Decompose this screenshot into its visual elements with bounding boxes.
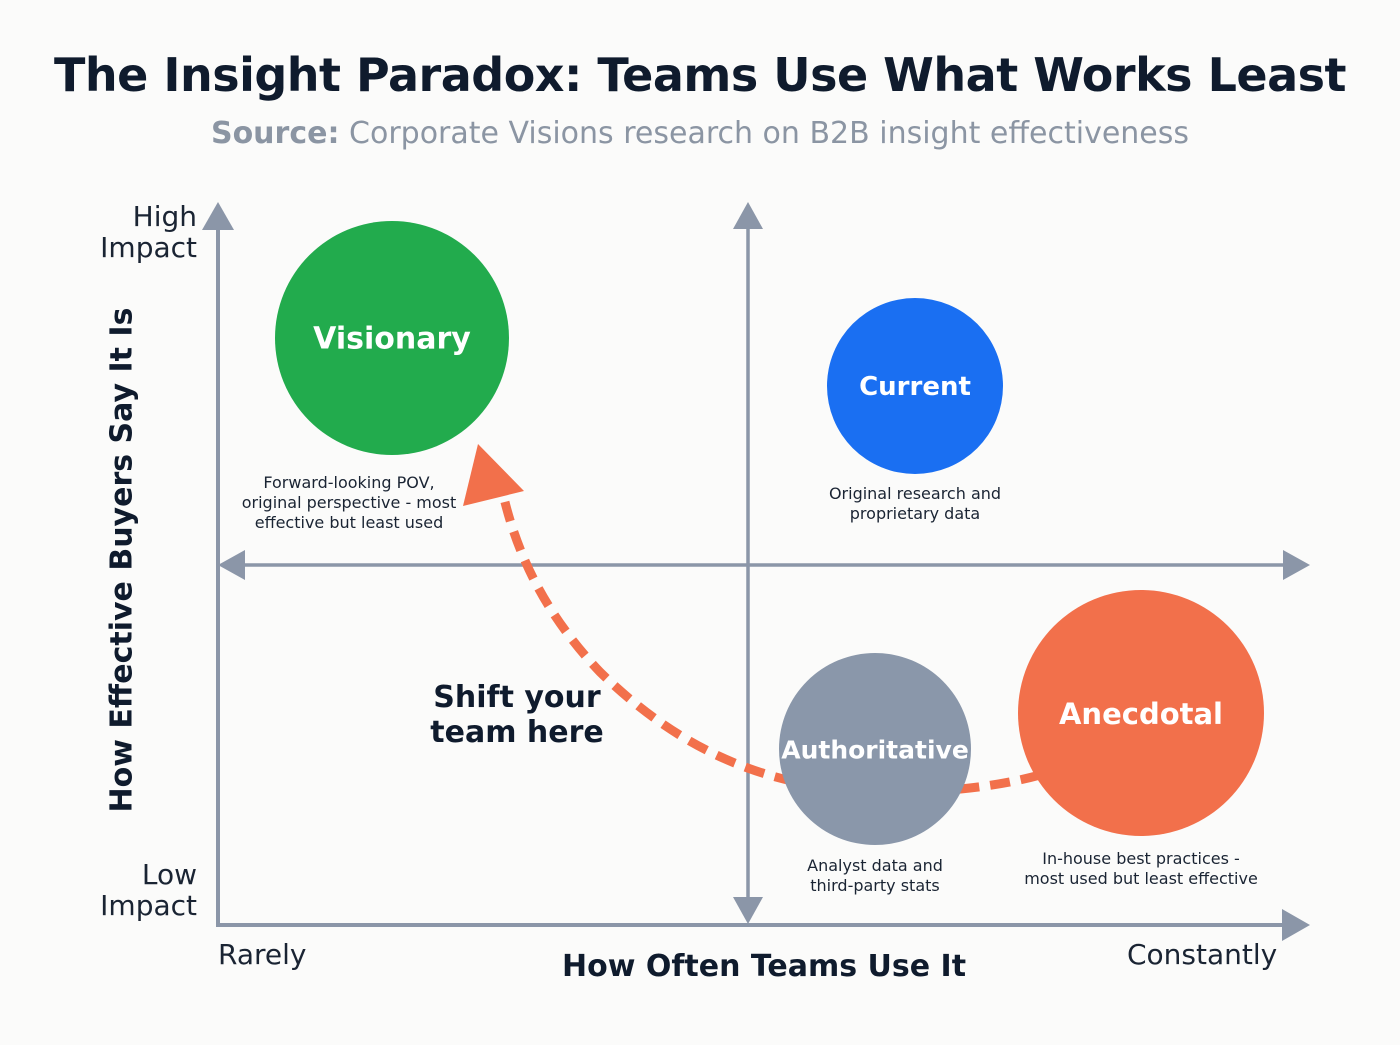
authoritative-desc-line1: Analyst data and <box>807 856 943 875</box>
horizontal-divider-right-arrowhead <box>1283 550 1310 580</box>
shift-callout: Shift your team here <box>430 680 603 750</box>
authoritative-desc-line2: third-party stats <box>810 876 940 895</box>
shift-callout-line1: Shift your <box>433 680 601 715</box>
source-label: Source: <box>210 116 340 151</box>
y-high-label: High Impact <box>57 201 197 263</box>
visionary-desc-line3: effective but least used <box>254 513 444 532</box>
anecdotal-label: Anecdotal <box>1058 697 1224 731</box>
visionary-bubble <box>275 221 509 455</box>
visionary-desc-line1: Forward-looking POV, <box>263 473 435 492</box>
current-desc-line1: Original research and <box>828 484 1002 503</box>
y-axis-arrowhead <box>202 202 234 230</box>
horizontal-divider-left-arrowhead <box>218 550 245 580</box>
current-label: Current <box>859 372 971 402</box>
vertical-divider-bottom-arrowhead <box>733 897 763 924</box>
y-low-line2: Impact <box>100 889 197 922</box>
authoritative-description: Analyst data and third-party stats <box>807 856 943 896</box>
x-axis-title: How Often Teams Use It <box>562 949 967 984</box>
current-desc-line2: proprietary data <box>849 504 981 523</box>
x-axis-arrowhead <box>1282 909 1310 941</box>
anecdotal-bubble <box>1018 590 1264 836</box>
visionary-label: Visionary <box>313 321 471 357</box>
visionary-description: Forward-looking POV, original perspectiv… <box>242 473 457 533</box>
anecdotal-description: In-house best practices - most used but … <box>1024 849 1258 889</box>
shift-callout-line2: team here <box>430 715 604 750</box>
y-high-line2: Impact <box>100 231 197 264</box>
authoritative-bubble <box>779 653 971 845</box>
anecdotal-desc-line2: most used but least effective <box>1024 869 1258 888</box>
chart-title: The Insight Paradox: Teams Use What Work… <box>54 48 1347 102</box>
shift-arrow-head <box>463 444 524 506</box>
anecdotal-desc-line1: In-house best practices - <box>1042 849 1240 868</box>
y-low-line1: Low <box>141 858 197 891</box>
y-axis-title: How Effective Buyers Say It Is <box>104 307 140 813</box>
y-high-line1: High <box>132 200 197 233</box>
source-text: Corporate Visions research on B2B insigh… <box>349 116 1190 151</box>
authoritative-label: Authoritative <box>781 735 969 765</box>
x-high-label: Constantly <box>1127 938 1278 971</box>
x-low-label: Rarely <box>218 938 307 971</box>
visionary-desc-line2: original perspective - most <box>241 493 457 512</box>
vertical-divider-top-arrowhead <box>733 202 763 229</box>
current-description: Original research and proprietary data <box>829 484 1001 524</box>
current-bubble <box>827 298 1003 474</box>
source-line: Source: Corporate Visions research on B2… <box>0 116 1400 151</box>
y-low-label: Low Impact <box>57 859 197 921</box>
